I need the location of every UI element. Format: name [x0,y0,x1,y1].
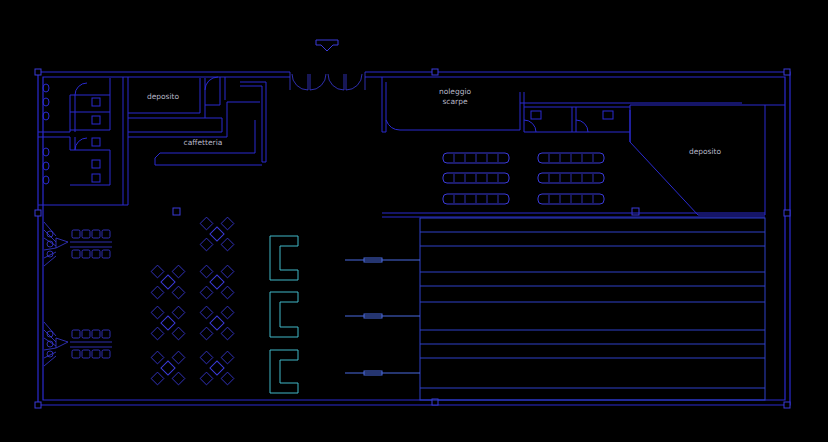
ball-return [270,236,298,393]
room-label: caffetteria [168,138,238,148]
storage-walls [630,105,765,215]
room-label: deposito [133,92,193,102]
toilet-block [38,77,128,205]
lounge-seating [44,222,112,366]
divider-wall [382,213,765,217]
cafe-walls [128,77,266,165]
entrance-arrow [316,40,338,51]
room-label: deposito [675,147,735,157]
bench [443,153,604,204]
table-set [151,217,234,385]
bowling-lanes [420,218,765,400]
outer-wall [38,72,790,405]
column [35,69,790,408]
room-label: noleggio scarpe [435,87,475,107]
foul-line [345,258,420,375]
entrance-door [290,72,365,90]
wall [765,105,785,106]
